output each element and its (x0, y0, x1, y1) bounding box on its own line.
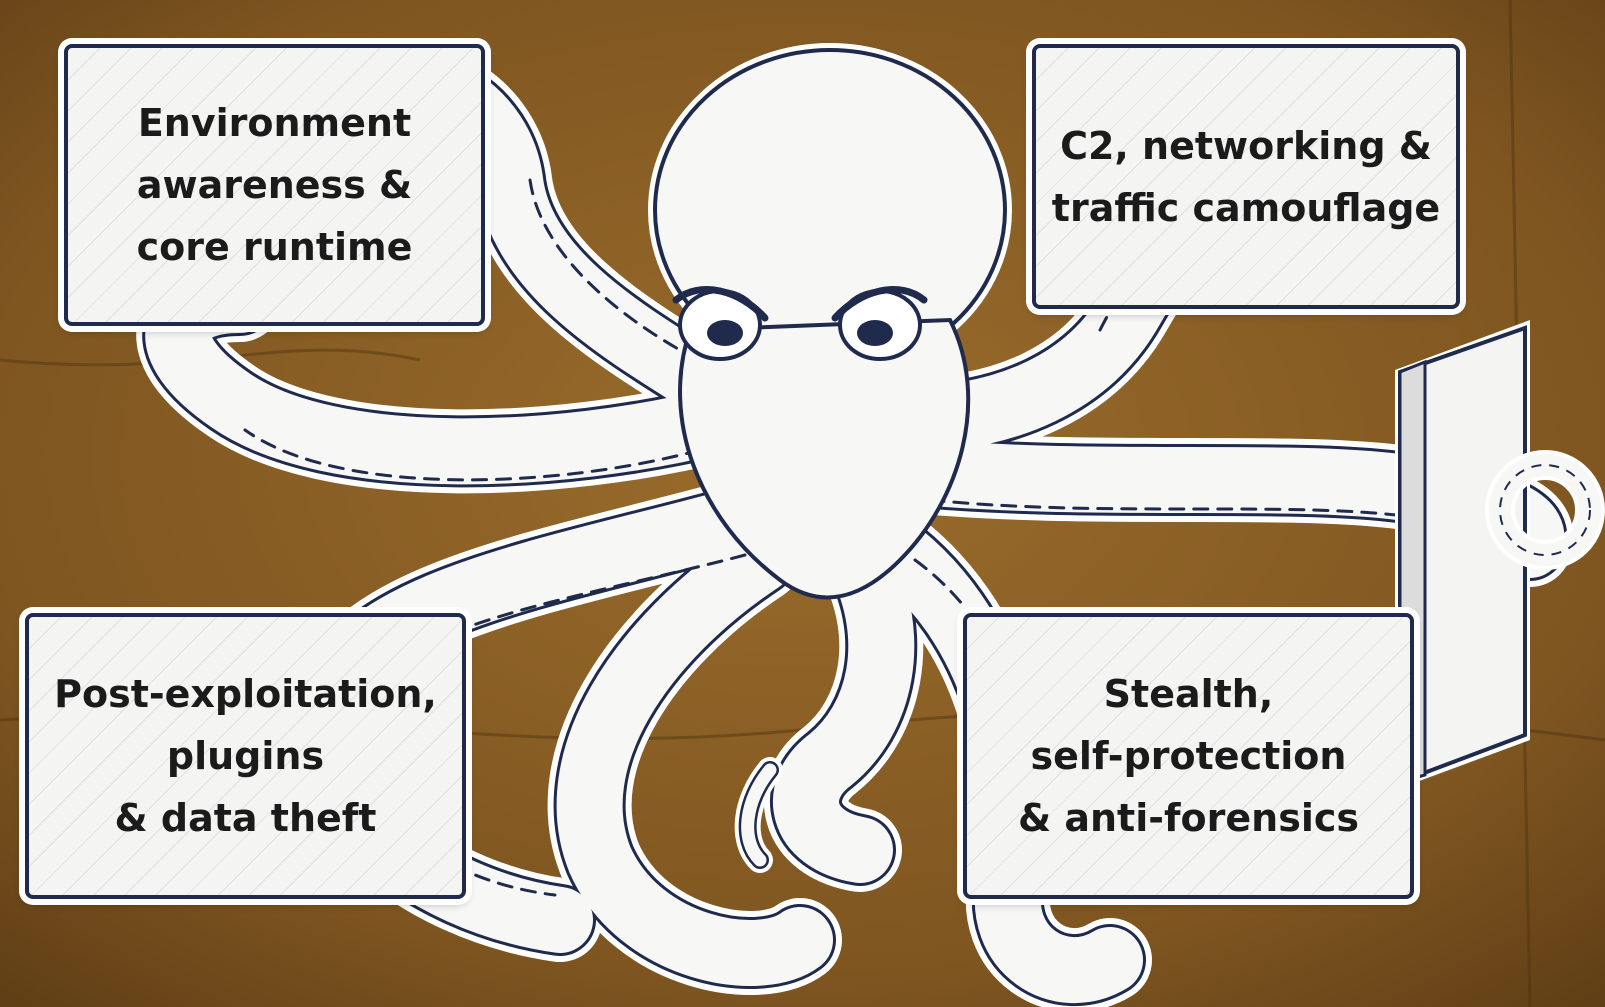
card-stealth-label: Stealth, self-protection & anti-forensic… (1018, 663, 1359, 849)
card-post-exploitation-label: Post-exploitation, plugins & data theft (54, 663, 437, 849)
card-environment: Environment awareness & core runtime (64, 44, 485, 326)
card-c2-label: C2, networking & traffic camouflage (1052, 115, 1440, 239)
card-stealth: Stealth, self-protection & anti-forensic… (963, 613, 1414, 899)
card-environment-label: Environment awareness & core runtime (137, 92, 413, 278)
card-c2: C2, networking & traffic camouflage (1032, 44, 1460, 309)
card-post-exploitation: Post-exploitation, plugins & data theft (25, 613, 466, 899)
